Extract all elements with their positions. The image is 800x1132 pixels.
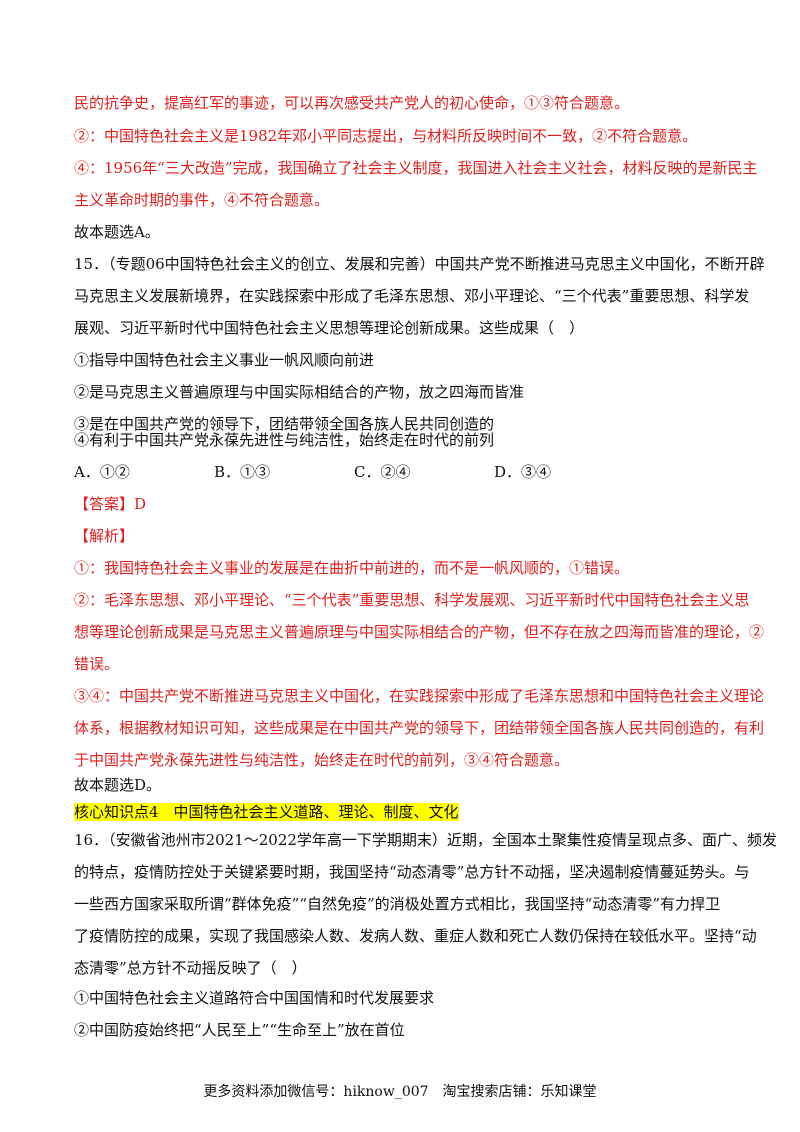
q15-analysis-line-5: ③④：中国共产党不断推进马克思主义中国化，在实践探索中形成了毛泽东思想和中国特色…	[74, 687, 765, 705]
prev-conclusion: 故本题选A。	[74, 223, 160, 241]
q16-stem-line-1: 16．（安徽省池州市2021～2022学年高一下学期期末）近期，全国本土聚集性疫…	[74, 831, 777, 849]
q16-statement-1: ①中国特色社会主义道路符合中国国情和时代发展要求	[74, 989, 435, 1007]
q15-analysis-line-6: 体系，根据教材知识可知，这些成果是在中国共产党的领导下，团结带领全国各族人民共同…	[74, 719, 765, 737]
q15-option-d: D．③④	[494, 463, 552, 481]
q15-analysis-line-1: ①：我国特色社会主义事业的发展是在曲折中前进的，而不是一帆风顺的，①错误。	[74, 559, 630, 577]
prev-analysis-line-1: 民的抗争史，提高红军的事迹，可以再次感受共产党人的初心使命，①③符合题意。	[74, 94, 630, 112]
prev-analysis-line-4: 主义革命时期的事件，④不符合题意。	[74, 191, 330, 209]
q15-answer: 【答案】D	[74, 495, 147, 513]
q15-option-a: A．①②	[74, 463, 130, 481]
page-footer: 更多资料添加微信号：hiknow_007 淘宝搜索店铺：乐知课堂	[203, 1084, 597, 1100]
q15-stem-line-3: 展观、习近平新时代中国特色社会主义思想等理论创新成果。这些成果（ ）	[74, 319, 585, 337]
q16-stem-line-2: 的特点，疫情防控处于关键紧要时期，我国坚持“动态清零”总方针不动摇，坚决遏制疫情…	[74, 863, 750, 881]
q16-stem-line-3: 一些西方国家采取所谓“群体免疫”“自然免疫”的消极处置方式相比，我国坚持“动态清…	[74, 895, 721, 913]
q15-analysis-line-3: 想等理论创新成果是马克思主义普遍原理与中国实际相结合的产物，但不存在放之四海而皆…	[74, 623, 765, 641]
q15-analysis-line-2: ②：毛泽东思想、邓小平理论、“三个代表”重要思想、科学发展观、习近平新时代中国特…	[74, 591, 750, 609]
q15-statement-1: ①指导中国特色社会主义事业一帆风顺向前进	[74, 351, 375, 369]
q15-options: A．①② B．①③ C．②④ D．③④	[74, 462, 734, 482]
q15-option-b: B．①③	[214, 463, 271, 481]
q15-conclusion: 故本题选D。	[74, 776, 162, 794]
q15-statement-3: ③是在中国共产党的领导下，团结带领全国各族人民共同创造的	[74, 415, 495, 433]
prev-analysis-line-3: ④：1956年“三大改造”完成，我国确立了社会主义制度，我国进入社会主义社会，材…	[74, 159, 758, 177]
q15-option-c: C．②④	[354, 463, 411, 481]
q15-statement-2: ②是马克思主义普遍原理与中国实际相结合的产物，放之四海而皆准	[74, 383, 525, 401]
q15-analysis-line-4: 错误。	[74, 655, 120, 673]
q15-statement-4: ④有利于中国共产党永葆先进性与纯洁性，始终走在时代的前列	[74, 431, 495, 449]
q15-analysis-label: 【解析】	[74, 527, 135, 545]
prev-analysis-line-2: ②：中国特色社会主义是1982年邓小平同志提出，与材料所反映时间不一致，②不符合…	[74, 127, 698, 145]
q16-statement-2: ②中国防疫始终把“人民至上”“生命至上”放在首位	[74, 1021, 405, 1039]
section-heading: 核心知识点4 中国特色社会主义道路、理论、制度、文化	[74, 802, 459, 822]
q16-stem-line-4: 了疫情防控的成果，实现了我国感染人数、发病人数、重症人数和死亡人数仍保持在较低水…	[74, 927, 757, 945]
q16-stem-line-5: 态清零”总方针不动摇反映了（ ）	[74, 959, 307, 977]
q15-analysis-line-7: 于中国共产党永葆先进性与纯洁性，始终走在时代的前列，③④符合题意。	[74, 751, 570, 769]
q15-stem-line-2: 马克思主义发展新境界，在实践探索中形成了毛泽东思想、邓小平理论、“三个代表”重要…	[74, 287, 750, 305]
q15-stem-line-1: 15．（专题06中国特色社会主义的创立、发展和完善）中国共产党不断推进马克思主义…	[74, 255, 765, 273]
section-heading-text: 核心知识点4 中国特色社会主义道路、理论、制度、文化	[74, 803, 459, 821]
